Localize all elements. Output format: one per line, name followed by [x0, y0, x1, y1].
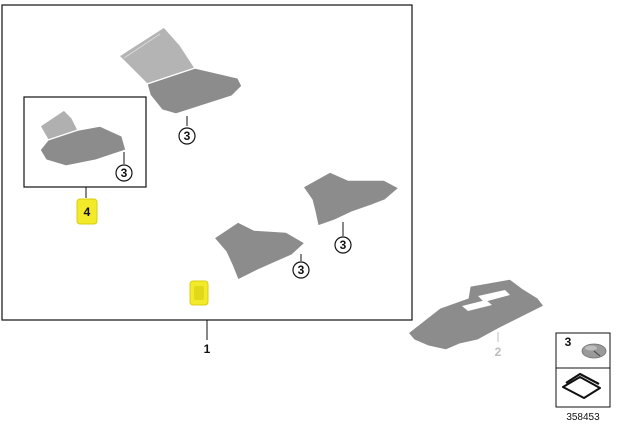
highlight-marker[interactable]	[189, 280, 209, 306]
callout-2-label[interactable]: 2	[495, 345, 502, 359]
callout-3-rear-left-label: 3	[298, 263, 305, 277]
callout-3-rear-left[interactable]: 3	[292, 261, 310, 279]
callout-3-rear-right[interactable]: 3	[334, 236, 352, 254]
callout-3-inset[interactable]: 3	[115, 164, 133, 182]
legend-retainer-label: 3	[565, 335, 572, 349]
rear-left-mat[interactable]	[213, 221, 306, 281]
inset-mat[interactable]	[39, 109, 127, 167]
front-left-mat[interactable]	[118, 26, 243, 115]
callout-3-front-mat[interactable]: 3	[178, 127, 196, 145]
callout-4-label: 4	[84, 205, 91, 219]
floor-mat-symbol-icon	[562, 372, 601, 399]
callout-1-label[interactable]: 1	[204, 342, 211, 356]
callout-3-front-mat-label: 3	[184, 129, 191, 143]
third-row-mat-set[interactable]	[407, 278, 545, 351]
callout-3-inset-label: 3	[121, 166, 128, 180]
inset-frame	[23, 96, 147, 188]
rear-right-mat[interactable]	[302, 171, 400, 227]
callout-3-rear-right-label: 3	[340, 238, 347, 252]
callout-4-highlight[interactable]: 4	[76, 198, 98, 225]
diagram-number: 358453	[566, 412, 600, 423]
round-clip-icon	[581, 343, 607, 359]
